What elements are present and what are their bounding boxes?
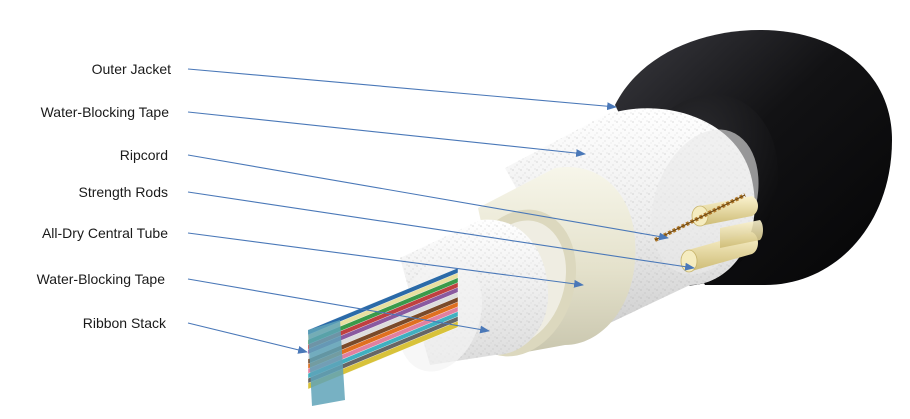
strength-rods-shape (680, 196, 763, 273)
label-outer-jacket: Outer Jacket (92, 61, 171, 77)
leader-outer-jacket (187, 68, 617, 111)
leader-lines (187, 68, 695, 354)
leader-ribbon-stack (187, 322, 308, 354)
labels: Outer Jacket Water-Blocking Tape Ripcord… (37, 61, 172, 331)
leader-ripcord (187, 154, 669, 241)
label-water-blocking-tape-outer: Water-Blocking Tape (41, 104, 170, 120)
leader-water-blocking-tape-outer (187, 111, 586, 158)
label-ripcord: Ripcord (120, 147, 168, 163)
label-ribbon-stack: Ribbon Stack (83, 315, 167, 331)
ribbon-stack-shape (307, 267, 459, 406)
ripcord-shape (654, 193, 746, 242)
label-central-tube: All-Dry Central Tube (42, 225, 168, 241)
leader-central-tube (187, 232, 584, 288)
ribbon-stack-end-face (308, 320, 345, 406)
leader-water-blocking-tape-inner (187, 278, 490, 334)
ribbon-layer (307, 320, 459, 390)
label-strength-rods: Strength Rods (79, 184, 169, 200)
leader-strength-rods (187, 191, 695, 271)
label-water-blocking-tape-inner: Water-Blocking Tape (37, 271, 166, 287)
